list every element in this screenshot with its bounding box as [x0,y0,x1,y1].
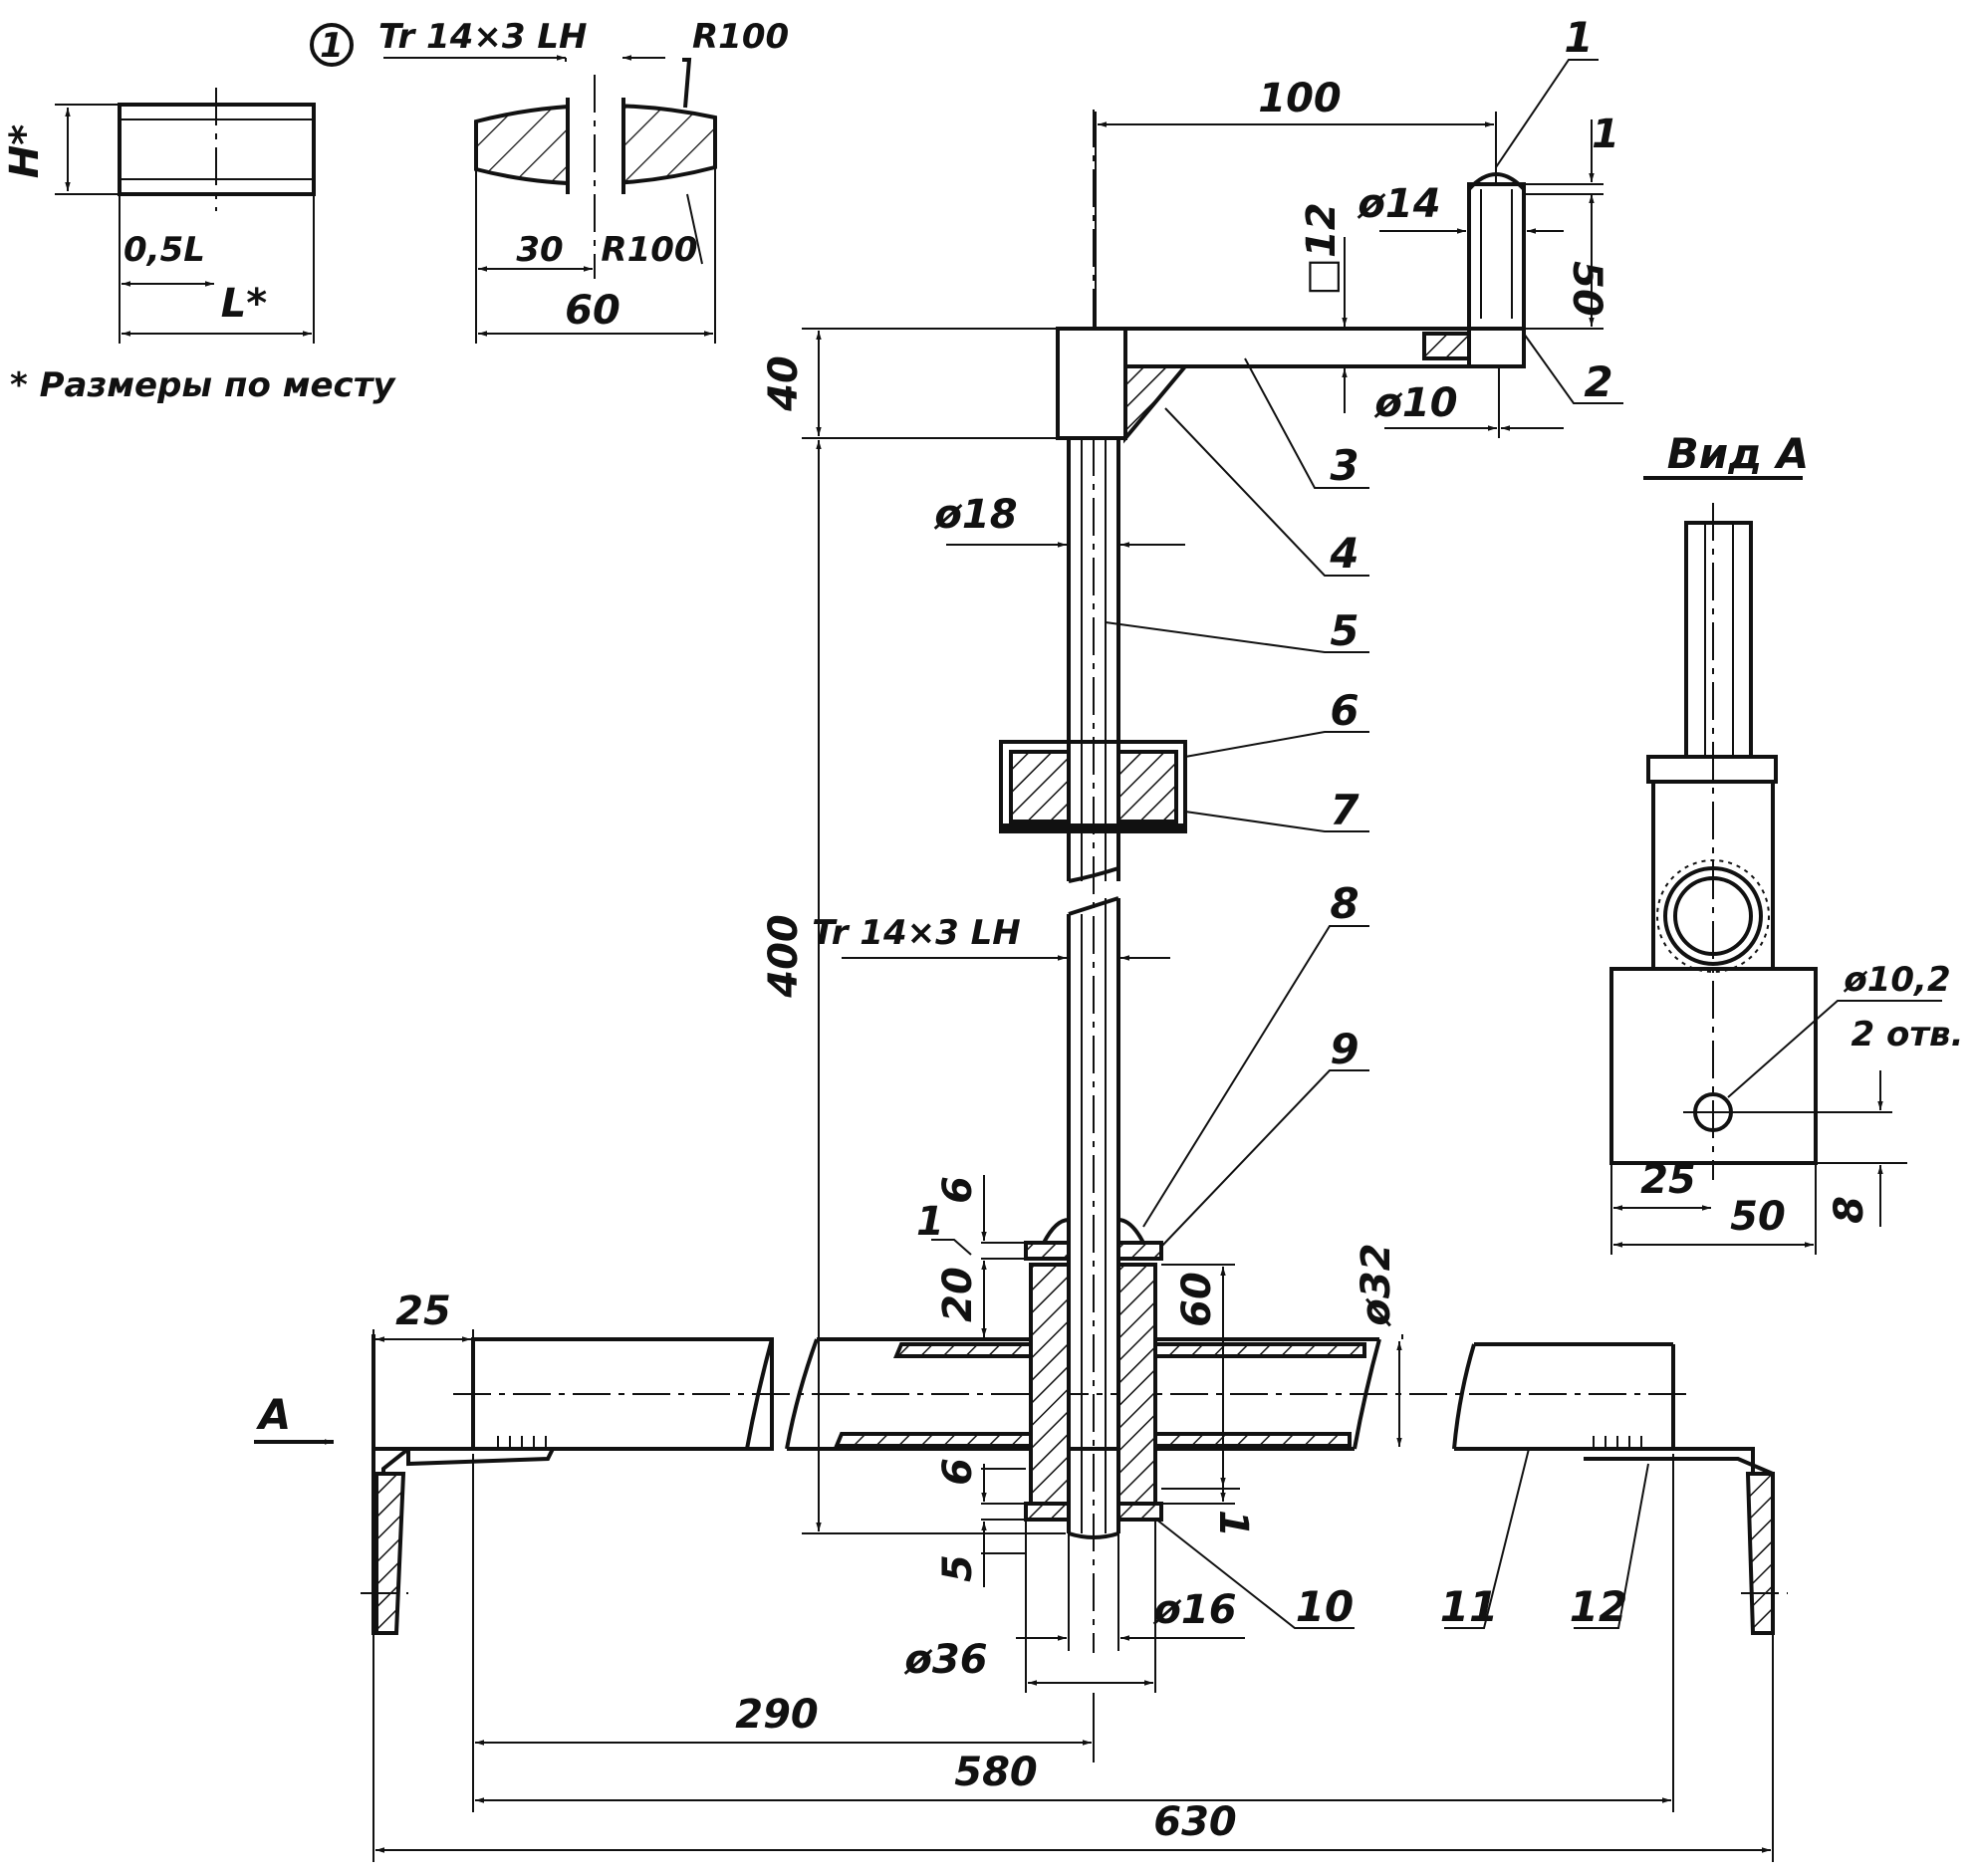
crank-assembly: 100 1 50 ø14 □12 ø10 [1056,76,1619,444]
view-a-title: Вид А [1667,429,1810,478]
part-callouts: 1 2 3 4 5 6 7 8 9 10 11 12 [1105,13,1649,1631]
dim-square-12: □12 [1299,202,1345,295]
block-detail: H* 0,5L L* * Размеры по месту [2,88,396,405]
part-6: 6 [1330,686,1358,735]
part-5: 5 [1330,606,1358,655]
part-3: 3 [1330,441,1358,490]
bottom-dims: 25 290 580 630 [372,1289,1774,1862]
view-a-dim-25: 25 [1640,1157,1696,1203]
left-vertical-dims: 40 400 [761,328,1066,1534]
view-a-hole-diameter: ø10,2 [1843,960,1950,1000]
part-9: 9 [1330,1025,1358,1073]
dim-40: 40 [761,355,807,412]
part-7: 7 [1330,786,1359,834]
dim-290: 290 [735,1692,819,1738]
part-10: 10 [1296,1582,1354,1631]
block-length-label: L* [221,281,267,327]
nut-section-detail: 1 Tr 14×3 LH R100 30 R100 60 [310,17,789,344]
dim-1-left: 1 [916,1199,944,1245]
dim-diameter-10: ø10 [1373,380,1457,426]
part-11: 11 [1440,1582,1498,1631]
dim-5: 5 [935,1554,981,1582]
detail-radius-top-label: R100 [692,17,789,57]
view-a-holes-count: 2 отв. [1852,1015,1964,1055]
dim-handle-50: 50 [1564,261,1609,317]
part-8: 8 [1330,879,1358,928]
detail-marker: 1 [320,26,344,66]
dimensions-note: * Размеры по месту [10,365,396,405]
dim-25: 25 [395,1289,451,1334]
dim-handle-diameter-14: ø14 [1357,181,1440,227]
dim-6-top: 6 [935,1176,981,1204]
detail-dim-30: 30 [516,230,563,270]
dim-20: 20 [935,1267,981,1322]
part-12: 12 [1570,1582,1627,1631]
view-a-dim-8: 8 [1827,1196,1872,1224]
dim-6-bottom: 6 [935,1458,981,1486]
bushing-dims: 6 1 20 6 5 60 1 ø32 ø16 ø36 [903,1175,1403,1693]
dim-630: 630 [1153,1799,1237,1845]
view-arrow-label: A [256,1390,292,1439]
detail-dim-60: 60 [565,288,620,334]
part-4: 4 [1329,529,1358,578]
nut-knob [999,740,1187,833]
dim-580: 580 [954,1750,1038,1795]
dim-60: 60 [1174,1272,1220,1327]
block-height-label: H* [2,124,48,178]
dim-handle-top-1: 1 [1592,112,1619,157]
dim-diameter-16: ø16 [1152,1587,1236,1633]
dim-diameter-18: ø18 [933,492,1017,538]
view-a: Вид А ø10,2 2 отв. 25 50 8 [1609,429,1964,1255]
bushing [1024,1218,1163,1539]
dim-400: 400 [761,914,807,999]
block-half-length-label: 0,5L [124,230,205,270]
dim-thread-screw: Tr 14×3 LH [812,913,1020,953]
part-1: 1 [1564,13,1593,62]
detail-thread-label: Tr 14×3 LH [378,17,587,57]
dim-1-bottom: 1 [1210,1510,1256,1537]
dim-diameter-36: ø36 [903,1637,987,1683]
detail-radius-bottom-label: R100 [601,230,697,270]
view-a-dim-50: 50 [1730,1194,1786,1240]
base-bar: A [254,1334,1788,1635]
part-2: 2 [1584,357,1612,406]
dim-100: 100 [1258,76,1342,121]
dim-diameter-32: ø32 [1354,1243,1399,1326]
